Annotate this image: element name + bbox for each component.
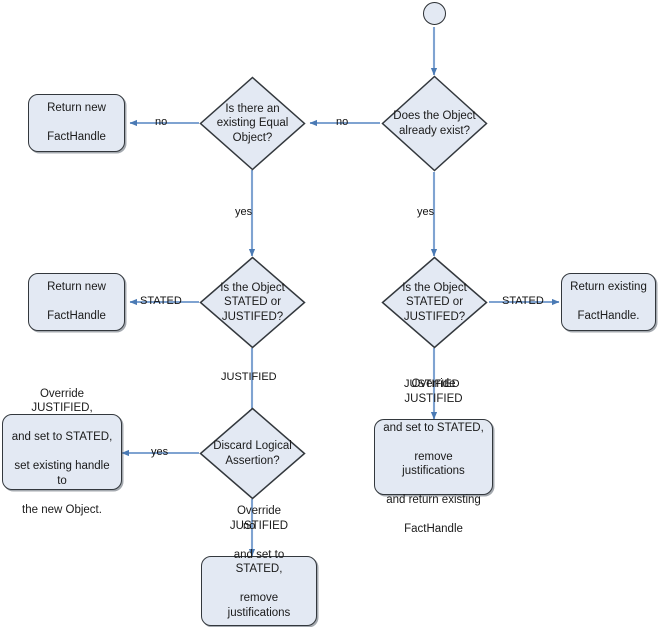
action-override-justified-left[interactable]: Override JUSTIFIED, and set to STATED, s… <box>2 388 122 516</box>
diamond-shape <box>199 256 306 349</box>
edge-label-right-stated: STATED <box>502 295 544 307</box>
diamond-shape <box>199 407 306 500</box>
edge-label-equal-yes: yes <box>235 206 253 218</box>
edge-label-exists-no: no <box>336 116 349 128</box>
action-return-new-facthandle-top[interactable]: Return new FactHandle <box>28 94 125 152</box>
decision-stated-or-justifed-right[interactable]: Is the Object STATED or JUSTIFED? <box>381 256 488 349</box>
decision-label: Does the Object already exist? <box>393 110 476 137</box>
diamond-shape <box>381 75 488 172</box>
decision-label: Is the Object STATED or JUSTIFED? <box>402 281 467 323</box>
decision-label: Is the Object STATED or JUSTIFED? <box>220 281 285 323</box>
decision-label: Discard Logical Assertion? <box>213 440 292 467</box>
edge-label-discard-yes: yes <box>151 446 169 458</box>
action-label: Return new FactHandle <box>47 102 106 144</box>
edge-label-left-stated: STATED <box>140 295 182 307</box>
edge-label-exists-yes: yes <box>417 206 435 218</box>
edge-label-right-justified: JUSTIFIED <box>404 378 460 390</box>
action-label: Override JUSTIFIED, and set to STATED, s… <box>11 387 113 516</box>
action-label: Return existing FactHandle. <box>570 281 647 323</box>
decision-label: Is there an existing Equal Object? <box>216 102 289 144</box>
action-override-justified-bottom[interactable]: Override JUSTIFIED and set to STATED, re… <box>201 505 317 626</box>
action-return-new-facthandle-mid[interactable]: Return new FactHandle <box>28 273 125 331</box>
action-label: Override JUSTIFIED and set to STATED, re… <box>227 505 291 619</box>
action-label: Override JUSTIFIED and set to STATED, re… <box>383 378 484 536</box>
action-return-existing-facthandle[interactable]: Return existing FactHandle. <box>561 273 656 331</box>
decision-existing-equal-object[interactable]: Is there an existing Equal Object? <box>199 76 306 171</box>
action-override-justified-right[interactable]: Override JUSTIFIED and set to STATED, re… <box>374 378 493 535</box>
decision-does-object-exist[interactable]: Does the Object already exist? <box>381 75 488 172</box>
start-node[interactable] <box>423 2 446 25</box>
decision-discard-logical-assertion[interactable]: Discard Logical Assertion? <box>199 407 306 500</box>
edge-label-discard-no: no <box>243 520 256 532</box>
diamond-shape <box>381 256 488 349</box>
diamond-shape <box>199 76 306 171</box>
edge-label-left-justified: JUSTIFIED <box>221 371 277 383</box>
action-label: Return new FactHandle <box>47 281 106 323</box>
edge-label-equal-no: no <box>155 116 168 128</box>
decision-stated-or-justifed-left[interactable]: Is the Object STATED or JUSTIFED? <box>199 256 306 349</box>
